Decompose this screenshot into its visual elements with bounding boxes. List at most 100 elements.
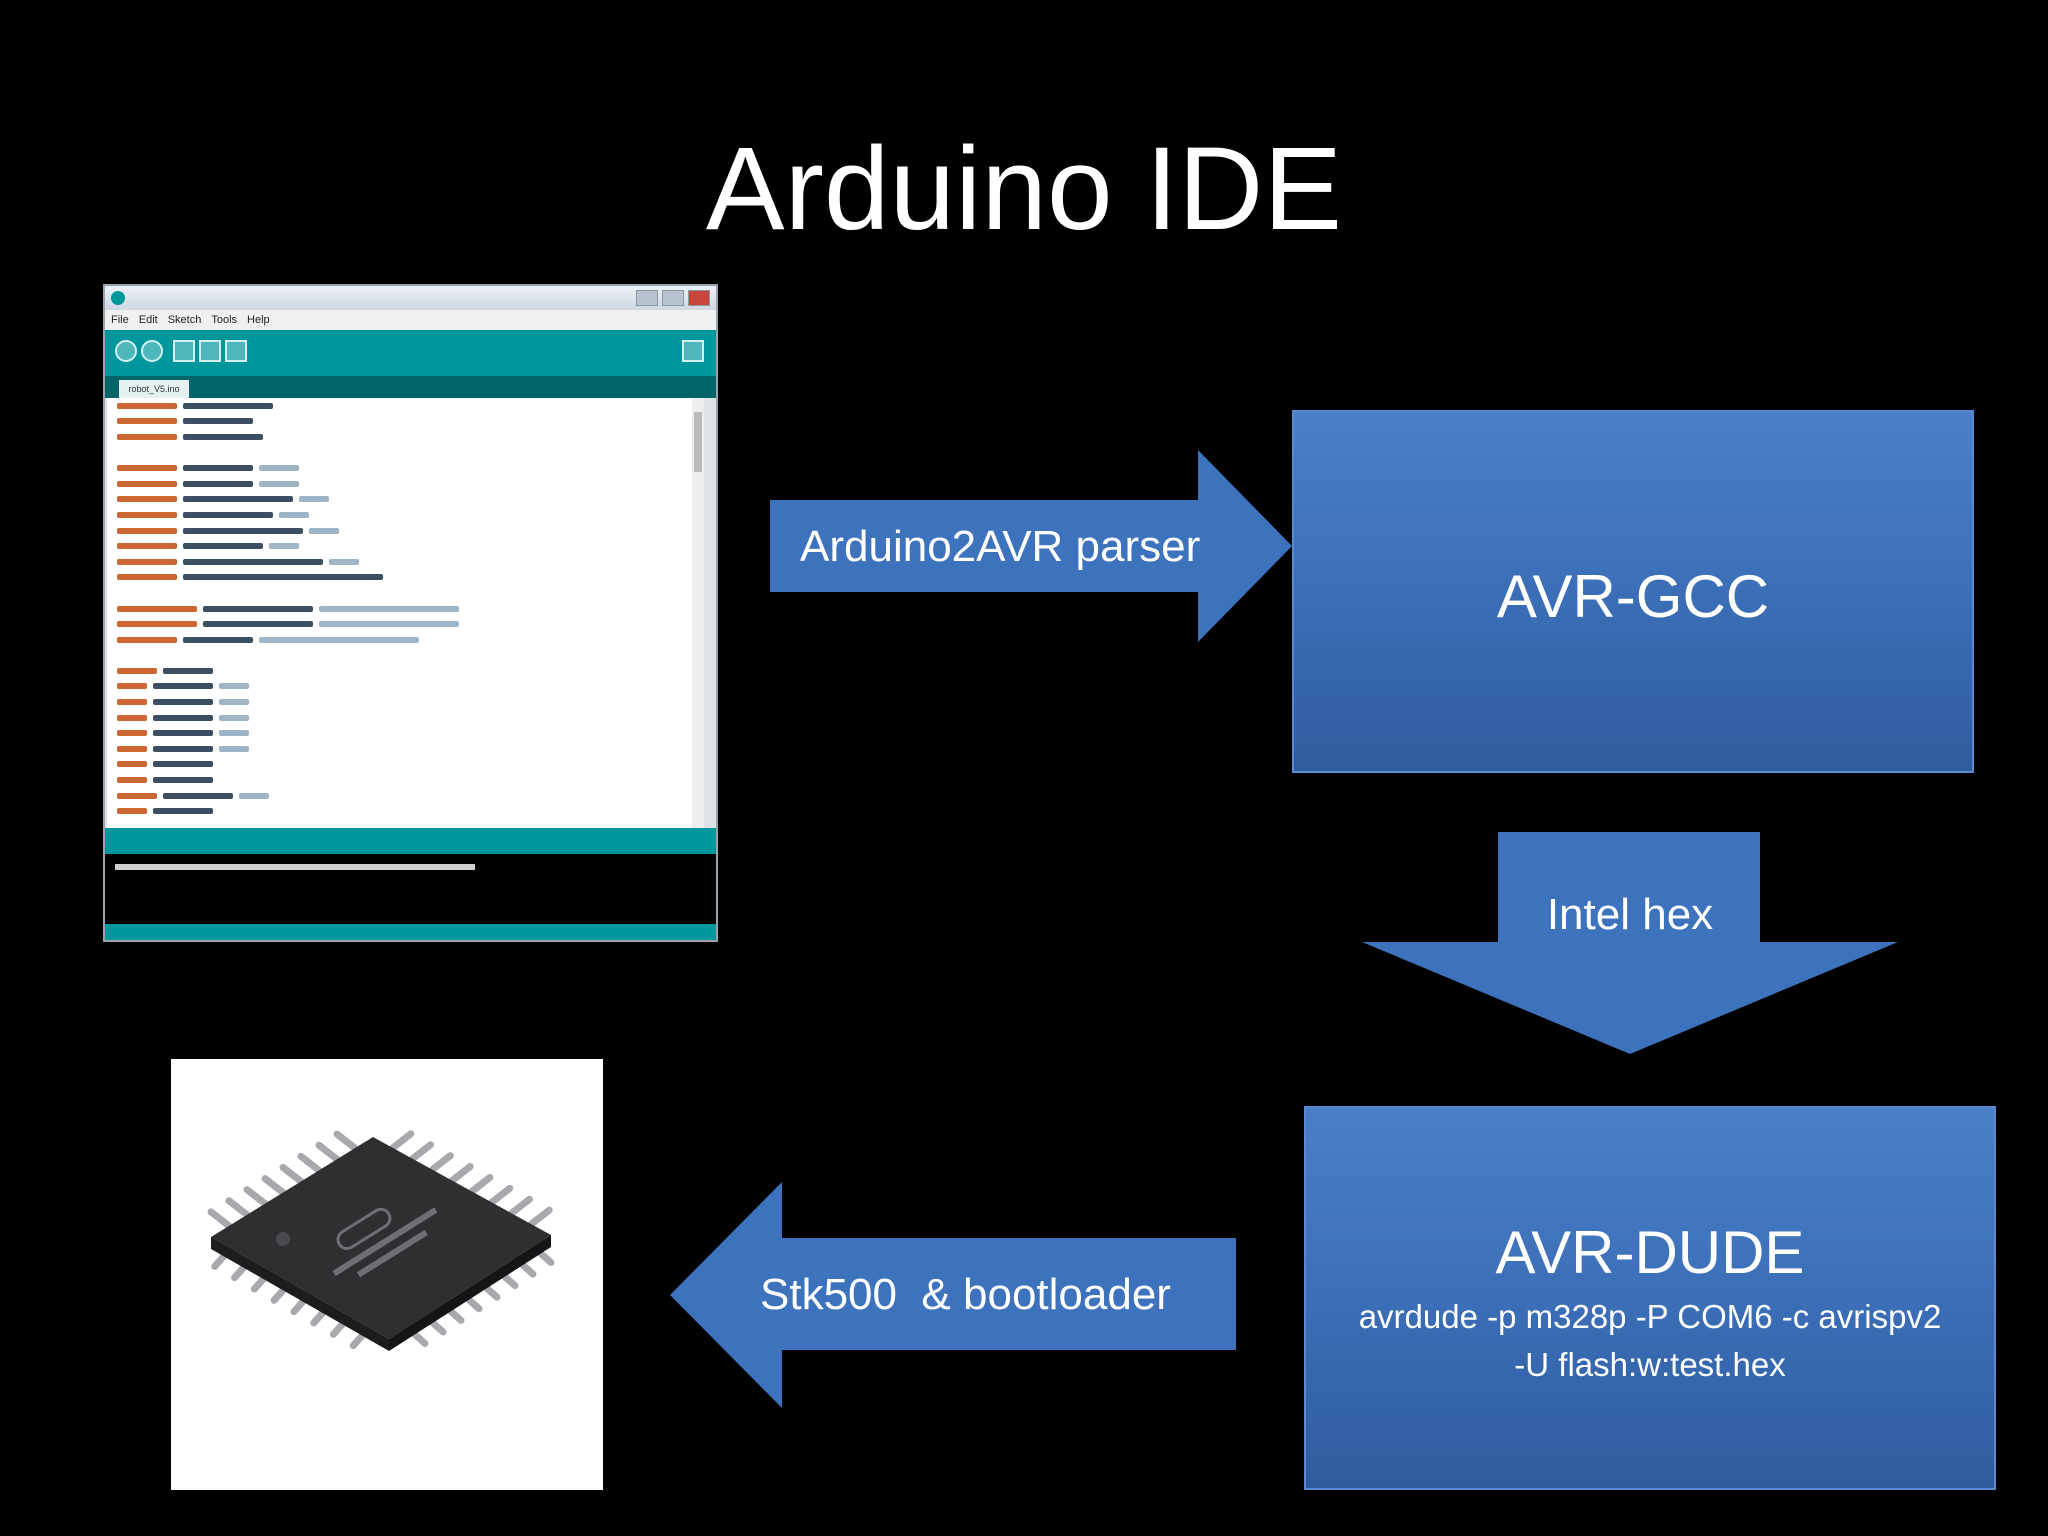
editor-scrollbar: [692, 398, 704, 828]
ide-menubar: File Edit Sketch Tools Help: [105, 310, 716, 330]
slide-title: Arduino IDE: [705, 123, 1343, 255]
code-line: [117, 507, 704, 523]
arrow-parser: [770, 450, 1292, 642]
code-line: [117, 601, 704, 617]
ide-window-buttons: [636, 290, 710, 306]
code-token: [117, 777, 147, 784]
editor-scroll-thumb: [694, 412, 702, 472]
code-line: [117, 741, 704, 757]
code-token: [183, 480, 253, 487]
code-token: [259, 480, 299, 487]
upload-icon: [141, 340, 163, 362]
arrow-intel-hex-label: Intel hex: [1546, 890, 1714, 939]
code-token: [117, 511, 177, 518]
code-token: [153, 808, 213, 815]
code-line: [117, 679, 704, 695]
ide-status-bar: [105, 828, 716, 854]
box-avr-gcc-label: AVR-GCC: [1496, 563, 1770, 630]
code-token: [183, 574, 383, 581]
code-token: [203, 605, 313, 612]
code-token: [183, 402, 273, 409]
code-token: [117, 699, 147, 706]
code-line: [117, 398, 704, 414]
chip-marking-line-1: [332, 1207, 438, 1277]
code-token: [219, 683, 249, 690]
code-token: [183, 636, 253, 643]
code-line: [117, 523, 704, 539]
chip-pin: [207, 1208, 233, 1230]
maximize-icon: [662, 290, 684, 306]
code-line: [117, 570, 704, 586]
code-token: [163, 792, 233, 799]
ide-menu-help: Help: [247, 314, 270, 326]
code-token: [117, 730, 147, 737]
code-lines: [107, 398, 704, 819]
arrow-upload-label: Stk500 & bootloader: [760, 1270, 1171, 1319]
chip-pin: [297, 1152, 323, 1174]
ide-menu-edit: Edit: [138, 314, 158, 326]
code-token: [117, 761, 147, 768]
ide-titlebar: [105, 286, 716, 310]
code-token: [319, 621, 459, 628]
code-token: [219, 745, 249, 752]
code-token: [153, 683, 213, 690]
code-line: [117, 585, 704, 601]
code-token: [183, 433, 263, 440]
code-token: [219, 730, 249, 737]
code-token: [183, 496, 293, 503]
chip-pin: [428, 1152, 454, 1174]
box-avr-dude: AVR-DUDE avrdude -p m328p -P COM6 -c avr…: [1304, 1106, 1996, 1490]
serial-monitor-icon: [682, 340, 704, 362]
arrow-parser-label: Arduino2AVR parser: [800, 522, 1201, 571]
code-line: [117, 694, 704, 710]
arduino-app-icon: [111, 291, 125, 305]
console-text-line: [115, 864, 475, 870]
code-token: [259, 465, 299, 472]
chip-pin: [488, 1184, 514, 1206]
code-token: [117, 433, 177, 440]
code-token: [203, 621, 313, 628]
code-token: [153, 745, 213, 752]
new-icon: [173, 340, 195, 362]
verify-icon: [115, 340, 137, 362]
chip-illustration: [207, 1130, 555, 1351]
code-token: [153, 699, 213, 706]
code-token: [153, 714, 213, 721]
chip-pin: [409, 1141, 435, 1163]
box-avr-dude-label: AVR-DUDE: [1495, 1219, 1805, 1286]
code-line: [117, 772, 704, 788]
code-token: [117, 418, 177, 425]
code-line: [117, 788, 704, 804]
code-token: [279, 511, 309, 518]
atmega328-chip-photo: [171, 1059, 603, 1490]
chip-marking-line-2: [356, 1229, 428, 1278]
code-line: [117, 414, 704, 430]
code-line: [117, 663, 704, 679]
ide-footer: [105, 924, 716, 940]
code-token: [183, 543, 263, 550]
chip-pin: [333, 1130, 359, 1152]
ide-menu-tools: Tools: [211, 314, 238, 326]
chip-pin: [243, 1186, 269, 1208]
code-line: [117, 757, 704, 773]
code-token: [117, 558, 177, 565]
save-icon: [225, 340, 247, 362]
code-token: [239, 792, 269, 799]
code-token: [309, 527, 339, 534]
chip-pin: [448, 1163, 474, 1185]
chip-pin1-dot: [276, 1232, 290, 1246]
chip-body: [211, 1137, 551, 1339]
chip-pin: [507, 1195, 533, 1217]
close-icon: [688, 290, 710, 306]
code-token: [117, 574, 177, 581]
code-token: [259, 636, 419, 643]
code-token: [117, 636, 177, 643]
chip-pin: [279, 1163, 305, 1185]
arduino-ide-screenshot: File Edit Sketch Tools Help robot_V5.ino: [103, 284, 718, 942]
code-token: [117, 683, 147, 690]
chip-pin: [468, 1173, 494, 1195]
chip-edge-right: [389, 1235, 551, 1351]
code-token: [269, 543, 299, 550]
code-token: [117, 402, 177, 409]
code-token: [183, 511, 273, 518]
